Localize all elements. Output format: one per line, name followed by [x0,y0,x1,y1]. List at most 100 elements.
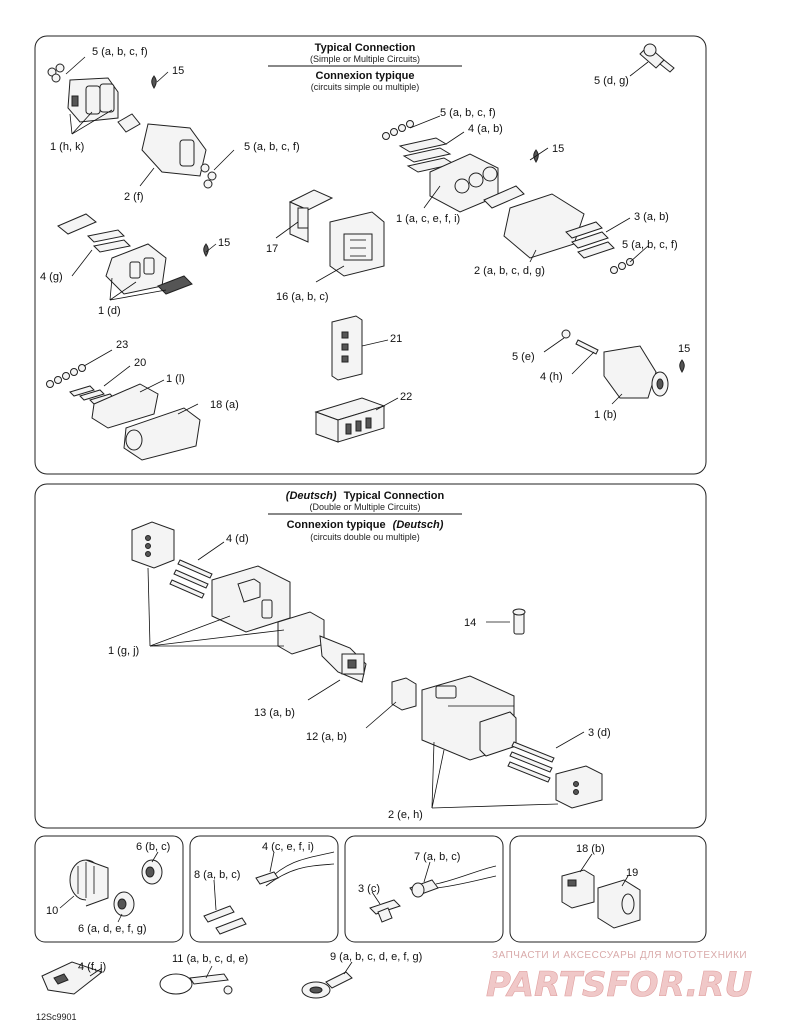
label-1b: 1 (b) [594,409,617,421]
label-6adefg: 6 (a, d, e, f, g) [78,923,146,935]
panel-bottom-1 [34,835,184,943]
deutsch-title-fr-suffix: (Deutsch) [393,519,444,531]
label-3d: 3 (d) [588,727,611,739]
connector-2abcdg-body [503,193,585,259]
connector-1b-group [561,329,685,399]
boot-10 [69,859,109,907]
grease-drop-icon [203,243,209,257]
label-22: 22 [400,391,412,403]
label-2f: 2 (f) [124,191,144,203]
connector-1hk-group [47,63,217,189]
connector-1b-body [603,345,657,399]
terminal-row-5 [382,120,414,140]
tie-wrap-11 [159,973,233,995]
watermark-tagline: ЗАПЧАСТИ И АКСЕССУАРЫ ДЛЯ МОТОТЕХНИКИ [492,950,747,961]
label-23: 23 [116,339,128,351]
terminal-5-icon [47,63,65,83]
label-10: 10 [46,905,58,917]
label-15-d: 15 [678,343,690,355]
label-2abcdg: 2 (a, b, c, d, g) [474,265,545,277]
label-18a: 18 (a) [210,399,239,411]
label-21: 21 [390,333,402,345]
terminal-3c [369,899,401,923]
header-subtitle: (Simple or Multiple Circuits) [310,54,420,64]
deutsch-1gj-group [131,521,325,655]
label-1gj: 1 (g, j) [108,645,139,657]
label-1l: 1 (l) [166,373,185,385]
connector-18b [561,869,595,909]
label-15-b: 15 [552,143,564,155]
label-18b: 18 (b) [576,843,605,855]
label-13ab: 13 (a, b) [254,707,295,719]
connector-19 [597,879,641,929]
label-19: 19 [626,867,638,879]
deutsch-title-prefix: (Deutsch) [286,490,337,502]
label-15-c: 15 [218,237,230,249]
cap-6bc [141,859,163,885]
label-5abcf-b: 5 (a, b, c, f) [244,141,300,153]
label-1d: 1 (d) [98,305,121,317]
seal-icon [483,185,525,209]
panel-bottom-3 [344,835,504,943]
seal-icon [117,113,141,133]
label-8abc: 8 (a, b, c) [194,869,240,881]
label-3ab: 3 (a, b) [634,211,669,223]
connector-18a-body [123,407,201,461]
ring-terminal-9 [301,971,353,999]
cap-6adefg [113,891,135,917]
sensor-5dg [639,43,675,73]
terminal-block-21 [331,315,363,381]
label-2eh: 2 (e, h) [388,809,423,821]
connector-22 [314,397,386,443]
label-5abcf-c: 5 (a, b, c, f) [440,107,496,119]
label-20: 20 [134,357,146,369]
watermark-brand: PARTSFOR.RU [486,965,752,1005]
label-4cefi: 4 (c, e, f, i) [262,841,314,853]
connector-16-group [288,189,385,277]
header-title: Typical Connection [315,42,416,54]
connector-2f-body [141,123,207,177]
label-5dg: 5 (d, g) [594,75,629,87]
label-5abcf-d: 5 (a, b, c, f) [622,239,678,251]
label-1hk: 1 (h, k) [50,141,84,153]
connector-1d-group [57,213,209,295]
wedge-lock-12 [391,677,417,711]
label-1acefi: 1 (a, c, e, f, i) [396,213,460,225]
panel-bottom-2 [189,835,339,943]
label-5abcf-a: 5 (a, b, c, f) [92,46,148,58]
deutsch-header-title-fr-line: Connexion typique (Deutsch) [287,519,444,531]
label-4h: 4 (h) [540,371,563,383]
label-15-a: 15 [172,65,184,77]
label-5e: 5 (e) [512,351,535,363]
deutsch-subtitle: (Double or Multiple Circuits) [309,502,420,512]
label-3c: 3 (c) [358,883,380,895]
sealing-plug-14 [512,608,526,635]
label-16abc: 16 (a, b, c) [276,291,329,303]
wedge-lock-13 [319,635,367,683]
label-14: 14 [464,617,476,629]
connector-1l-body [91,383,159,429]
deutsch-title: Typical Connection [344,490,445,502]
panel-typical-connection [34,35,707,475]
label-7abc: 7 (a, b, c) [414,851,460,863]
deutsch-2eh-group [391,675,603,809]
wire-7abc [409,865,497,898]
header-subtitle-fr: (circuits simple ou multiple) [311,82,420,92]
wedge-lock-icon [131,521,175,569]
label-4d: 4 (d) [226,533,249,545]
panel-deutsch-connection [34,483,707,829]
header-title-fr: Connexion typique [316,70,415,82]
seal-icon [157,275,193,295]
deutsch-header-title-line: (Deutsch) Typical Connection [286,490,445,502]
figure-code: 12Sc9901 [36,1012,77,1022]
label-4fj: 4 (f, j) [78,961,106,973]
heat-shrink-4cefi [255,851,335,887]
grease-drop-icon [151,75,157,89]
splice-tube-8abc [203,905,247,935]
label-4g: 4 (g) [40,271,63,283]
label-17: 17 [266,243,278,255]
label-6bc: 6 (b, c) [136,841,170,853]
label-11abcde: 11 (a, b, c, d, e) [172,953,248,965]
seal-icon [57,213,97,235]
